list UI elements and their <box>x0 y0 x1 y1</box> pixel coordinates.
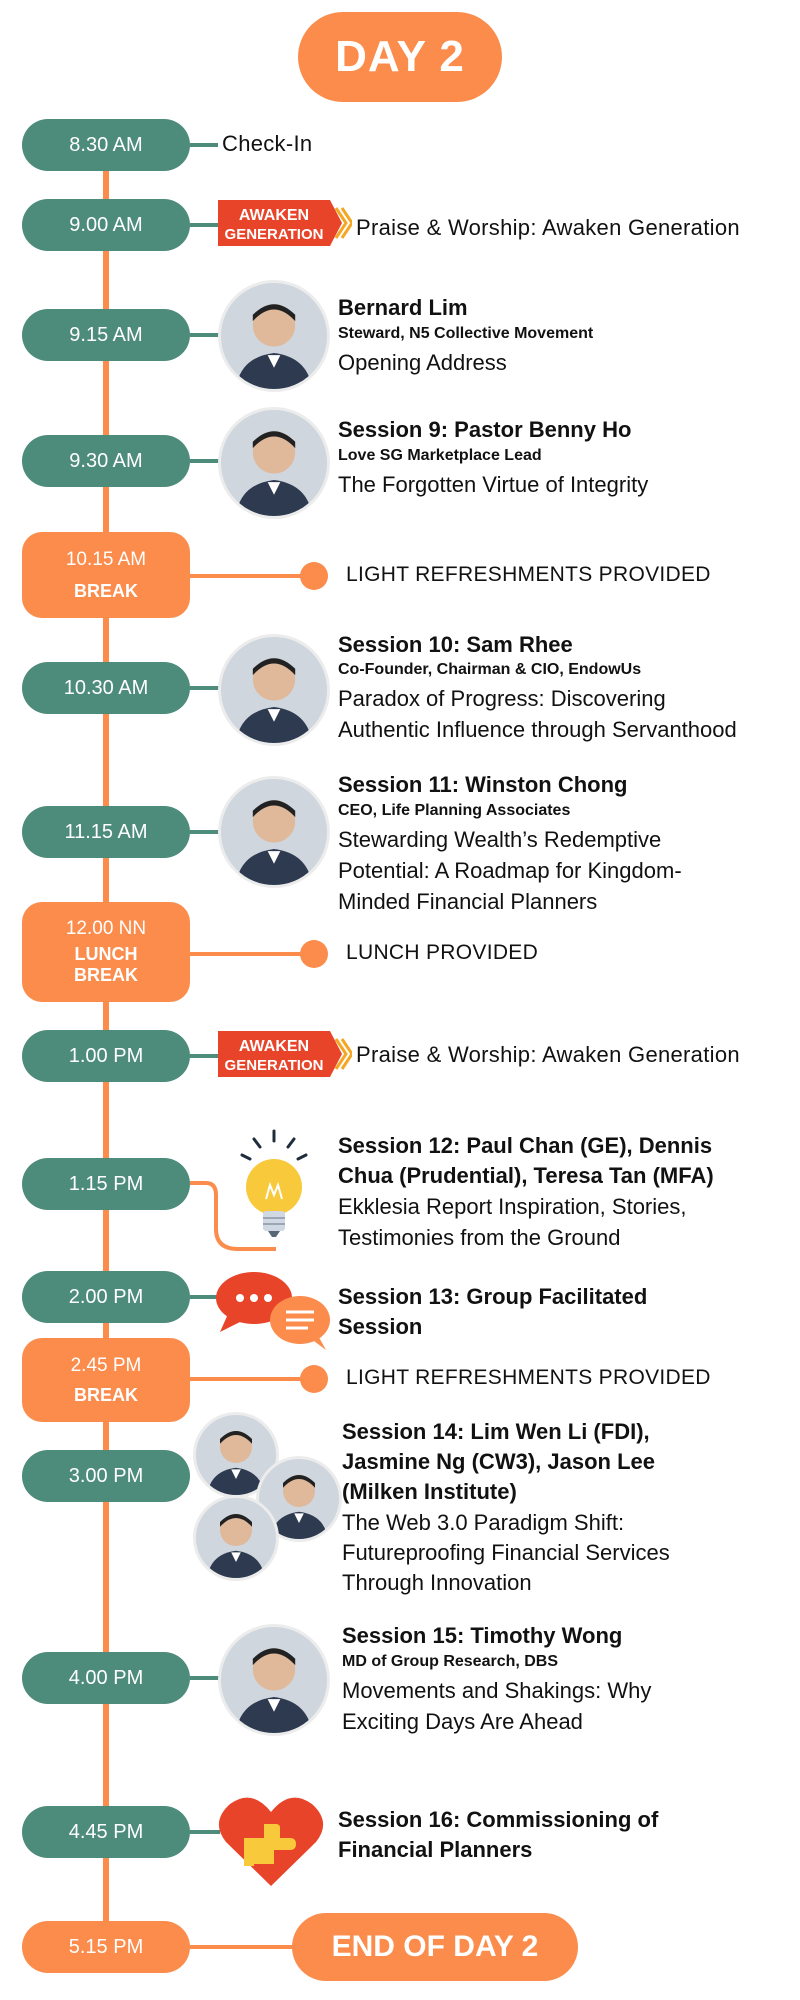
break-time: 2.45 PM <box>70 1354 142 1376</box>
break-note: LIGHT REFRESHMENTS PROVIDED <box>346 563 711 586</box>
svg-text:GENERATION: GENERATION <box>225 1057 324 1074</box>
awaken-generation-logo: AWAKEN GENERATION <box>218 200 352 246</box>
worship-label: Praise & Worship: Awaken Generation <box>356 1042 740 1067</box>
session-title-line2: Chua (Prudential), Teresa Tan (MFA) <box>338 1163 714 1188</box>
connector <box>190 952 302 956</box>
connector <box>190 1945 294 1949</box>
chat-bubbles-icon <box>216 1272 330 1350</box>
speaker-photo-sam-rhee <box>218 634 330 746</box>
session-title-line2: Financial Planners <box>338 1837 533 1862</box>
session-description: Opening Address <box>338 350 507 375</box>
break-pill-1445: 2.45 PM BREAK <box>22 1338 190 1422</box>
break-label: BREAK <box>73 1384 138 1405</box>
connector <box>190 686 220 690</box>
speaker-photo-timothy-wong <box>218 1624 330 1736</box>
speaker-photo-winston-chong <box>218 776 330 888</box>
worship-label: Praise & Worship: Awaken Generation <box>356 215 740 240</box>
speaker-photo-bernard-lim <box>218 280 330 392</box>
break-label: BREAK <box>73 580 138 601</box>
time-pill-1400: 2.00 PM <box>22 1271 190 1323</box>
connector <box>190 333 220 337</box>
session-title: Session 9: Pastor Benny Ho <box>338 417 632 442</box>
session-description-line2: Authentic Influence through Servanthood <box>338 717 737 742</box>
awaken-generation-logo: AWAKEN GENERATION <box>218 1031 352 1077</box>
time-pill-0930: 9.30 AM <box>22 435 190 487</box>
time-pill-1500: 3.00 PM <box>22 1450 190 1502</box>
connector <box>190 830 220 834</box>
time-pill-0830: 8.30 AM <box>22 119 190 171</box>
time-pill-0900: 9.00 AM <box>22 199 190 251</box>
end-of-day-pill: END OF DAY 2 <box>292 1913 578 1981</box>
session-subtitle: Steward, N5 Collective Movement <box>338 325 594 342</box>
session-description-line1: Stewarding Wealth’s Redemptive <box>338 827 662 852</box>
session-description-line1: Ekklesia Report Inspiration, Stories, <box>338 1194 687 1219</box>
session-description-line2: Testimonies from the Ground <box>338 1225 621 1250</box>
lunch-note: LUNCH PROVIDED <box>346 941 539 964</box>
session-title-line3: (Milken Institute) <box>342 1479 517 1504</box>
session-subtitle: Love SG Marketplace Lead <box>338 447 542 464</box>
session-description-line1: Paradox of Progress: Discovering <box>338 686 666 711</box>
connector <box>190 459 220 463</box>
connector <box>190 1830 220 1834</box>
session-title: Session 15: Timothy Wong <box>342 1623 623 1648</box>
timeline-dot <box>300 940 328 968</box>
session-description-line1: The Web 3.0 Paradigm Shift: <box>342 1510 625 1535</box>
time-pill-1315: 1.15 PM <box>22 1158 190 1210</box>
connector <box>190 1377 302 1381</box>
connector <box>190 1054 220 1058</box>
break-note: LIGHT REFRESHMENTS PROVIDED <box>346 1366 711 1389</box>
session-description-line3: Through Innovation <box>342 1570 532 1595</box>
speaker-photo-jason-lee <box>193 1495 279 1581</box>
session-title-line1: Session 16: Commissioning of <box>338 1807 659 1832</box>
session-description-line2: Exciting Days Are Ahead <box>342 1709 583 1734</box>
heart-hand-icon <box>218 1797 324 1886</box>
session-description-line1: Movements and Shakings: Why <box>342 1678 652 1703</box>
connector <box>190 1295 220 1299</box>
time-pill-1030: 10.30 AM <box>22 662 190 714</box>
time-pill-1645: 4.45 PM <box>22 1806 190 1858</box>
time-pill-0915: 9.15 AM <box>22 309 190 361</box>
connector <box>190 223 220 227</box>
time-pill-1600: 4.00 PM <box>22 1652 190 1704</box>
lunch-time: 12.00 NN <box>65 918 147 939</box>
day-title-pill: DAY 2 <box>298 12 502 102</box>
lightbulb-icon <box>190 1129 308 1251</box>
session-description-line2: Potential: A Roadmap for Kingdom- <box>338 858 682 883</box>
session-title-line1: Session 13: Group Facilitated <box>338 1284 648 1309</box>
connector <box>190 574 302 578</box>
timeline-dot <box>300 1365 328 1393</box>
session-title: Bernard Lim <box>338 295 468 320</box>
svg-text:AWAKEN: AWAKEN <box>239 1038 309 1055</box>
svg-text:AWAKEN: AWAKEN <box>239 207 309 224</box>
speaker-photo-jasmine-ng <box>256 1456 342 1542</box>
session-title-line2: Jasmine Ng (CW3), Jason Lee <box>342 1449 655 1474</box>
session-description-line3: Minded Financial Planners <box>338 889 598 914</box>
time-pill-1115: 11.15 AM <box>22 806 190 858</box>
lunch-pill-1200: 12.00 NN LUNCH BREAK <box>22 902 190 1002</box>
session-description: The Forgotten Virtue of Integrity <box>338 472 649 497</box>
session-subtitle: MD of Group Research, DBS <box>342 1653 559 1670</box>
checkin-label: Check-In <box>222 131 313 156</box>
time-pill-1300: 1.00 PM <box>22 1030 190 1082</box>
session-title-line1: Session 14: Lim Wen Li (FDI), <box>342 1419 650 1444</box>
timeline-dot <box>300 562 328 590</box>
break-time: 10.15 AM <box>65 548 147 570</box>
connector <box>190 1676 220 1680</box>
lunch-label-line2: BREAK <box>73 965 138 985</box>
session-title-line2: Session <box>338 1314 423 1339</box>
svg-text:GENERATION: GENERATION <box>225 226 324 243</box>
session-title-line1: Session 12: Paul Chan (GE), Dennis <box>338 1133 713 1158</box>
speaker-photo-benny-ho <box>218 407 330 519</box>
break-pill-1015: 10.15 AM BREAK <box>22 532 190 618</box>
session-subtitle: CEO, Life Planning Associates <box>338 802 571 819</box>
session-title: Session 10: Sam Rhee <box>338 632 573 657</box>
lunch-label-line1: LUNCH <box>74 944 138 964</box>
session-subtitle: Co-Founder, Chairman & CIO, EndowUs <box>338 661 642 678</box>
session-description-line2: Futureproofing Financial Services <box>342 1540 670 1565</box>
session-title: Session 11: Winston Chong <box>338 772 628 797</box>
connector <box>190 143 218 147</box>
time-pill-1715: 5.15 PM <box>22 1921 190 1973</box>
